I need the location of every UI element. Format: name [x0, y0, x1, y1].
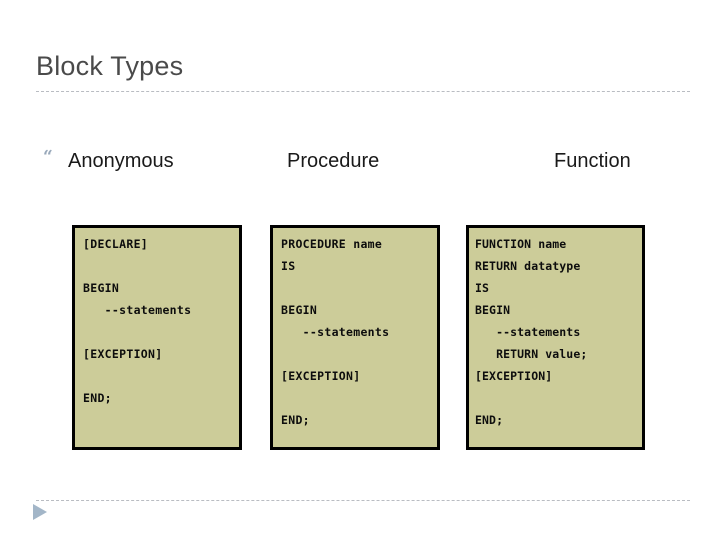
play-triangle-icon[interactable]: [33, 504, 47, 520]
column-header-function: Function: [554, 150, 631, 172]
quote-bullet-icon: “: [43, 147, 53, 167]
code-text-function: FUNCTION name RETURN datatype IS BEGIN -…: [475, 237, 588, 427]
page-title: Block Types: [36, 51, 184, 81]
column-header-procedure: Procedure: [287, 150, 380, 172]
code-text-anonymous: [DECLARE] BEGIN --statements [EXCEPTION]…: [83, 237, 192, 405]
column-header-anonymous: Anonymous: [68, 150, 174, 172]
footer-divider: [36, 500, 690, 501]
title-divider: [36, 91, 690, 92]
code-text-procedure: PROCEDURE name IS BEGIN --statements [EX…: [281, 237, 390, 427]
code-block-procedure: PROCEDURE name IS BEGIN --statements [EX…: [270, 225, 440, 450]
code-block-function: FUNCTION name RETURN datatype IS BEGIN -…: [466, 225, 645, 450]
code-block-anonymous: [DECLARE] BEGIN --statements [EXCEPTION]…: [72, 225, 242, 450]
